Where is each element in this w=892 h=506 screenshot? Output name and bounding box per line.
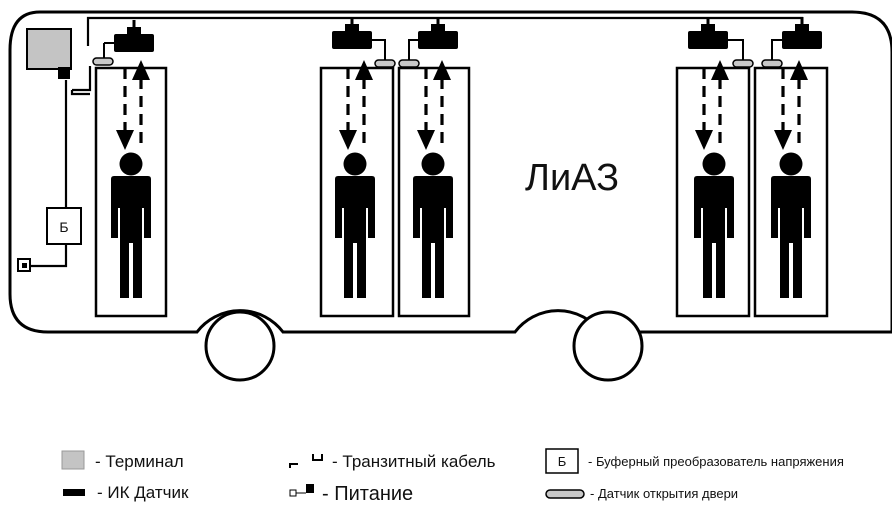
legend-door-sensor-swatch — [545, 489, 585, 499]
legend-buffer-symbol-text: Б — [558, 454, 567, 469]
rear-wheel — [572, 310, 644, 382]
door-4 — [675, 58, 751, 318]
legend-transit-cable-label: - Транзитный кабель — [332, 452, 496, 471]
door-sensor-4 — [728, 39, 754, 68]
legend-buffer-symbol — [545, 448, 579, 474]
legend-ir-sensor-label: - ИК Датчик — [97, 483, 189, 502]
power-connector — [17, 258, 31, 272]
door-1 — [94, 58, 168, 318]
svg-text:Б: Б — [59, 219, 68, 235]
door-sensor-2 — [372, 39, 396, 68]
door-sensor-3 — [398, 39, 420, 68]
legend-power-icon — [289, 484, 314, 497]
door-sensor-5 — [761, 39, 783, 68]
door-3 — [397, 58, 471, 318]
bus-label: ЛиАЗ — [525, 157, 619, 199]
legend-power-label: - Питание — [322, 483, 413, 505]
legend-ir-sensor-swatch — [63, 489, 85, 496]
door-5 — [753, 58, 829, 318]
legend: - Терминал - ИК Датчик - Транзитный кабе… — [61, 448, 844, 505]
terminal — [26, 28, 72, 79]
legend-transit-cable-icon — [289, 454, 323, 468]
power-cable — [28, 66, 92, 268]
legend-terminal-swatch — [61, 450, 85, 470]
front-wheel — [204, 310, 276, 382]
door-2 — [319, 58, 395, 318]
legend-buffer-label: - Буферный преобразователь напряжения — [588, 454, 844, 469]
legend-door-sensor-label: - Датчик открытия двери — [590, 486, 738, 501]
buffer-converter: Б — [46, 207, 82, 245]
legend-terminal-label: - Терминал — [95, 452, 184, 471]
door-sensor-1 — [92, 57, 114, 66]
